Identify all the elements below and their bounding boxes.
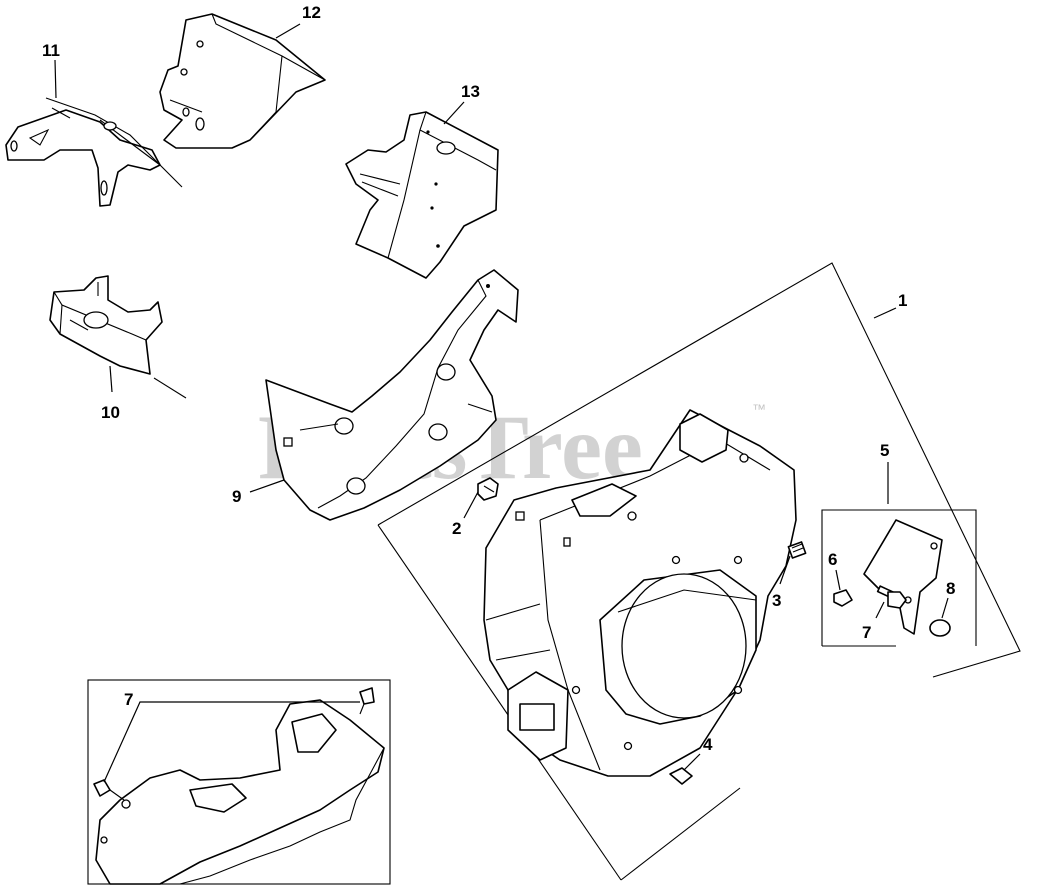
part-13-baffle <box>345 111 499 279</box>
part-1-blower-housing <box>483 409 797 777</box>
part-2-clip <box>477 477 499 501</box>
callout-10: 10 <box>101 403 120 422</box>
part-4-nut <box>669 767 693 785</box>
callout-7-inset: 7 <box>124 690 133 709</box>
watermark-trademark: ™ <box>752 401 766 417</box>
part-6-clip <box>833 589 853 607</box>
part-5-plate <box>863 519 943 635</box>
callout-3: 3 <box>772 591 781 610</box>
callout-2: 2 <box>452 519 461 538</box>
callout-1: 1 <box>898 291 907 310</box>
inset-view <box>87 679 391 885</box>
callout-12: 12 <box>302 3 321 22</box>
part-8-plug <box>929 619 951 637</box>
part-12-shroud-panel <box>159 13 326 149</box>
part-1-group-outline <box>377 262 1021 881</box>
callout-4: 4 <box>703 735 713 754</box>
leader-lines <box>54 23 949 783</box>
part-5-group-box <box>821 509 977 647</box>
callout-13: 13 <box>461 82 480 101</box>
part-11-bracket <box>5 97 183 207</box>
callout-7-kit: 7 <box>862 623 871 642</box>
callout-labels: 11 12 13 10 9 1 2 3 4 5 6 7 8 7 <box>42 3 955 754</box>
callout-5: 5 <box>880 441 889 460</box>
part-7-bolt <box>876 585 907 609</box>
callout-6: 6 <box>828 550 837 569</box>
callout-8: 8 <box>946 579 955 598</box>
part-9-long-shroud <box>265 269 519 521</box>
part-3-stud <box>787 541 807 559</box>
part-10-small-shroud <box>49 275 187 399</box>
callout-9: 9 <box>232 487 241 506</box>
callout-11: 11 <box>42 41 60 60</box>
